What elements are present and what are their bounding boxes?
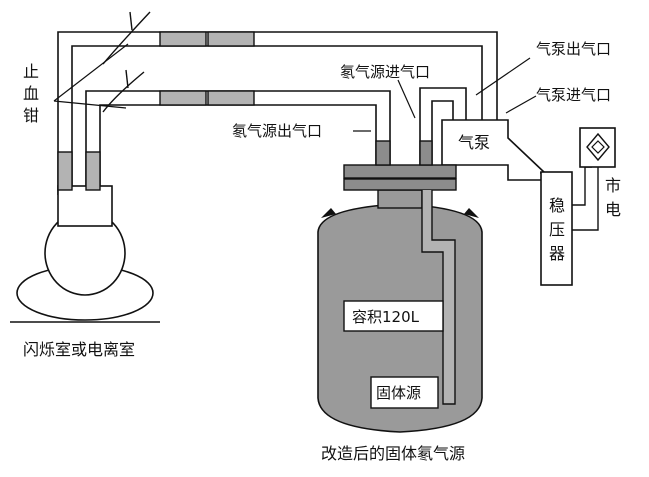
pump-inlet-label: 气泵进气口 [536,86,611,104]
lower-coupling-2 [207,90,255,106]
solid-source-box [370,376,439,409]
upper-tube [57,31,498,195]
chamber-port-left [57,151,73,191]
mains-label-1: 市 [605,176,621,195]
tank-neck [377,189,423,209]
mains-socket [579,127,616,168]
outlet-stub [375,140,391,166]
radon-inlet-label: 氡气源进气口 [340,63,430,81]
radon-outlet-label: 氡气源出气口 [232,122,322,140]
chamber-port-right [85,151,101,191]
mains-wires [572,166,599,231]
volume-label: 容积120L [352,308,420,326]
inlet-stub [419,140,433,166]
volume-box [343,300,444,332]
pump-label: 气泵 [458,133,490,152]
clamp-label-2: 血 [23,84,39,103]
chamber [10,151,160,323]
chamber-neck [57,185,113,227]
dip-tube [421,190,456,405]
regulator-body [540,171,573,286]
mains-label-2: 电 [605,200,621,219]
clamp-label-3: 钳 [23,106,39,125]
tank-lid-top [343,164,457,179]
chamber-label: 闪烁室或电离室 [23,340,135,359]
pump-outlet-label: 气泵出气口 [536,40,611,58]
clamp-label-1: 止 [23,62,39,81]
radon-inlet-tube [419,87,467,165]
upper-coupling-1 [159,31,207,47]
solid-source-label: 固体源 [376,384,421,402]
regulator-label-2: 压 [549,220,565,239]
tank [317,140,483,433]
upper-coupling-2 [207,31,255,47]
leader-lines [53,43,537,132]
regulator-label-1: 稳 [549,196,565,215]
clamp-marks [102,11,151,113]
regulator-label-3: 器 [549,244,565,263]
caption: 改造后的固体氡气源 [321,444,465,463]
lower-coupling-1 [159,90,207,106]
tank-lid-mid [343,178,457,191]
